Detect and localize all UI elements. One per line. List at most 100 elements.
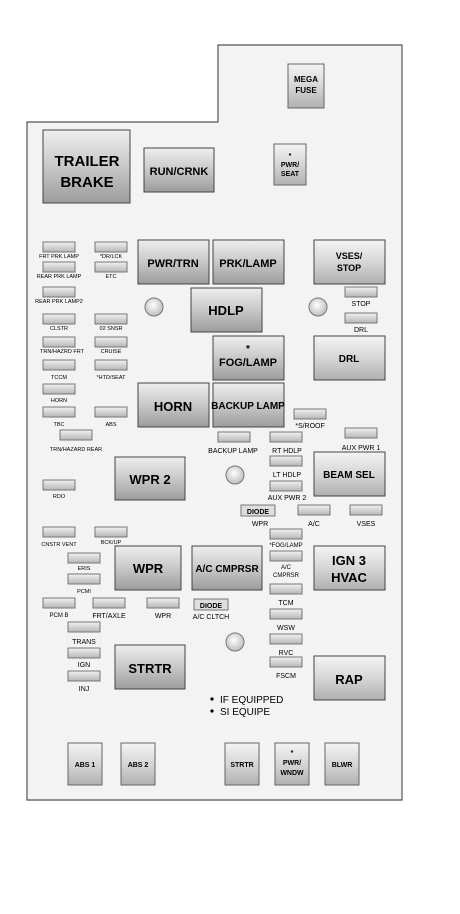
relay-trailer-brake: TRAILER BRAKE — [42, 129, 131, 204]
relay-fog-lamp: * FOG/LAMP — [212, 335, 285, 381]
mini-fuse: AUX PWR 2 — [268, 480, 307, 502]
pcm-b-label: PCM B — [49, 613, 68, 619]
abs2-label: ABS 2 — [128, 762, 149, 769]
mini-fuse: DRL — [344, 312, 378, 334]
relay-ign3-hvac: IGN 3 HVAC — [313, 545, 386, 591]
aux-pwr2-label: AUX PWR 2 — [268, 495, 307, 502]
fuse-blwr: BLWR — [324, 742, 360, 786]
trn-hazard-rear-label: TRN/HAZARD REAR — [50, 447, 102, 453]
vses-fuse-label: VSES — [357, 521, 376, 528]
rap-label: RAP — [335, 672, 363, 687]
mini-fuse: REAR PRK LAMP — [37, 261, 82, 280]
mini-fuse: WPR — [252, 521, 268, 528]
vses-stop-label-1: VSES/ — [336, 251, 363, 261]
fuse-abs1: ABS 1 — [67, 742, 103, 786]
pwr-wndw-label-1: * — [291, 750, 294, 757]
frt-axle-label: FRT/AXLE — [92, 613, 126, 620]
relay-vses-stop: VSES/ STOP — [313, 239, 386, 285]
ac-fuse-label: A/C — [308, 521, 320, 528]
eris-label: ERIS — [78, 566, 91, 572]
mini-fuse: 02 SNSR — [94, 313, 128, 332]
fog-lamp-label-2: FOG/LAMP — [219, 357, 277, 369]
fuse-strtr: STRTR — [224, 742, 260, 786]
ac-cltch-label: A/C CLTCH — [193, 614, 229, 621]
s-roof-label: *S/ROOF — [295, 423, 325, 430]
relay-beam-sel: BEAM SEL — [313, 451, 386, 497]
htd-seat-label: *HTD/SEAT — [97, 375, 127, 381]
bckup-label: BCK/UP — [101, 540, 122, 546]
mini-fuse: REAR PRK LAMP2 — [35, 286, 83, 305]
mini-fuse: FSCM — [269, 656, 303, 680]
rear-prk-lamp-label: REAR PRK LAMP — [37, 274, 82, 280]
mini-fuse: RT HDLP — [269, 431, 303, 455]
mega-fuse-label-1: MEGA — [294, 75, 318, 84]
ign3-hvac-label-1: IGN 3 — [332, 553, 366, 568]
relay-rap: RAP — [313, 655, 386, 701]
rt-hdlp-label: RT HDLP — [272, 448, 302, 455]
trailer-brake-label-2: BRAKE — [60, 174, 113, 191]
backup-lamp-label: BACKUP LAMP — [211, 401, 285, 412]
relay-drl: DRL — [313, 335, 386, 381]
mini-fuse: A/C — [297, 504, 331, 528]
mini-fuse: HORN — [42, 383, 76, 404]
strtr-label: STRTR — [128, 661, 172, 676]
mounting-hole — [144, 297, 164, 317]
rdo-label: RDO — [53, 494, 66, 500]
mini-fuse: TRANS — [67, 621, 101, 646]
mini-fuse: *DR/LCK — [94, 241, 128, 260]
prk-lamp-label: PRK/LAMP — [219, 258, 276, 270]
diode2-label: DIODE — [200, 603, 223, 610]
rvc-label: RVC — [279, 650, 294, 657]
fscm-label: FSCM — [276, 673, 296, 680]
mini-fuse: RDO — [42, 479, 76, 500]
inj-label: INJ — [79, 686, 90, 693]
horn-label: HORN — [154, 399, 192, 414]
relay-wpr: WPR — [114, 545, 182, 591]
ign-label: IGN — [78, 662, 90, 669]
tccm-label: TCCM — [51, 375, 67, 381]
mini-fuse: ETC — [94, 261, 128, 280]
mini-fuse: WPR — [146, 597, 180, 620]
mini-fuse: TRN/HAZARD REAR — [50, 429, 102, 453]
ign3-hvac-label-2: HVAC — [331, 570, 367, 585]
mini-fuse: A/C CMPRSR — [269, 550, 303, 579]
run-crnk-label: RUN/CRNK — [150, 166, 209, 178]
fog-lamp-label-1: * — [246, 344, 250, 355]
mini-fuse: TRN/HAZRD FRT — [40, 336, 85, 355]
ac-cmprsr-fuse-label-2: CMPRSR — [273, 573, 300, 579]
mini-fuse: WSW — [269, 608, 303, 632]
tbc-label: TBC — [54, 422, 65, 428]
mini-fuse: VSES — [349, 504, 383, 528]
frt-prk-lamp-label: FRT PRK LAMP — [39, 254, 79, 260]
beam-sel-label: BEAM SEL — [323, 470, 375, 481]
diode1-label: DIODE — [247, 509, 270, 516]
drlck-label: *DR/LCK — [100, 254, 123, 260]
trailer-brake-label-1: TRAILER — [55, 153, 120, 170]
abs-fuse-label: ABS — [105, 422, 116, 428]
mini-fuse: *FOG/LAMP — [269, 528, 303, 549]
legend-line-2: SI EQUIPE — [220, 707, 270, 718]
fuse-abs2: ABS 2 — [120, 742, 156, 786]
mini-fuse: IGN — [67, 647, 101, 669]
diode-1: DIODE — [240, 504, 276, 517]
ac-cmprsr-label: A/C CMPRSR — [195, 564, 259, 575]
mini-fuse: STOP — [344, 286, 378, 308]
strtr-small-label: STRTR — [230, 762, 253, 769]
lt-hdlp-label: LT HDLP — [273, 472, 301, 479]
cruise-label: CRUISE — [101, 349, 122, 355]
wpr-label: WPR — [133, 561, 164, 576]
wpr-fuse2-label: WPR — [155, 613, 171, 620]
mini-fuse: PCMI — [67, 573, 101, 595]
relay-mega-fuse: MEGA FUSE — [287, 63, 325, 109]
etc-label: ETC — [106, 274, 117, 280]
mega-fuse-label-2: FUSE — [295, 86, 317, 95]
fuse-pwr-wndw: * PWR/ WNDW — [274, 742, 310, 786]
pwr-seat-label-2: PWR/ — [281, 162, 299, 169]
mini-fuse: CRUISE — [94, 336, 128, 355]
mini-fuse: TCM — [269, 583, 303, 607]
mini-fuse: FRT PRK LAMP — [39, 241, 79, 260]
mini-fuse: CNSTR VENT — [41, 526, 77, 548]
relay-horn: HORN — [137, 382, 210, 428]
mini-fuse: *S/ROOF — [293, 408, 327, 430]
relay-prk-lamp: PRK/LAMP — [212, 239, 285, 285]
